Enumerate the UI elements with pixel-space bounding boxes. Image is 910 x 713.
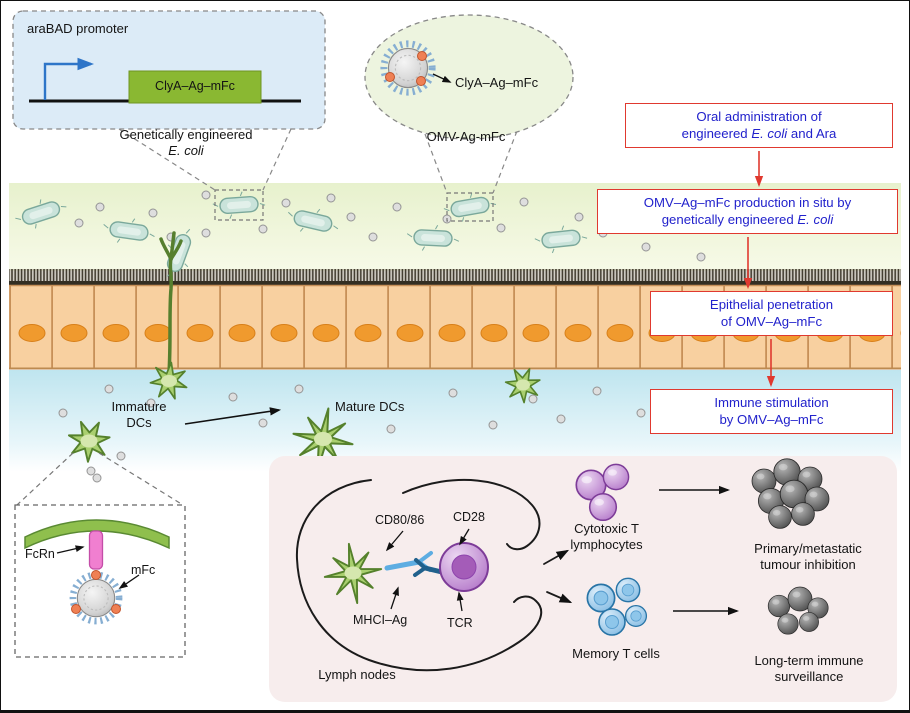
transepithelial-dendrite [159, 231, 183, 375]
immature-dcs-label: Immature DCs [111, 399, 167, 430]
fcrn-receptor-icon [88, 530, 104, 570]
flow-step-oral-administration: Oral administration of engineered E. col… [625, 103, 893, 148]
mfc-label: mFc [131, 563, 156, 577]
dendritic-cell-sampling [146, 357, 194, 406]
gene-cassette-label: ClyA–Ag–mFc [155, 79, 235, 93]
plasmid-inset [12, 10, 326, 221]
cd80-label: CD80/86 [375, 513, 425, 527]
cd28-label: CD28 [453, 510, 485, 524]
dc-membrane-icon [24, 519, 170, 550]
t-cell [439, 542, 489, 592]
engineered-ecoli-caption: Genetically engineered E. coli [119, 127, 253, 158]
mhci-ag-label: MHCI–Ag [353, 613, 408, 627]
flow-step-omv-production: OMV–Ag–mFc production in situ by genetic… [597, 189, 898, 234]
ctl-label: Cytotoxic T lymphocytes [570, 521, 643, 552]
flow-step-immune-stimulation: Immune stimulation by OMV–Ag–mFc [650, 389, 893, 434]
fcrn-label: FcRn [25, 547, 55, 561]
omv-protein-label: ClyA–Ag–mFc [455, 75, 539, 90]
dendritic-cell-immature [65, 416, 115, 466]
dendritic-cell-mature [286, 402, 359, 477]
lymph-node-outline [295, 478, 573, 672]
omv-vesicle-icon [384, 44, 432, 92]
promoter-label: araBAD promoter [27, 21, 129, 36]
omv-inset [364, 14, 574, 222]
flowchart-arrows [743, 151, 776, 388]
dendritic-cell-extra [499, 361, 549, 410]
mature-dcs-label: Mature DCs [335, 399, 405, 414]
fcrn-inset [14, 452, 186, 658]
lymph-nodes-label: Lymph nodes [318, 667, 396, 682]
gene-cassette [128, 70, 262, 104]
promoter-arrow-icon [43, 57, 95, 100]
tumor-inhibition-label: Primary/metastatic tumour inhibition [754, 541, 862, 572]
synapse-label-arrows [385, 528, 470, 612]
tcr-label: TCR [447, 616, 473, 630]
dendritic-cell-lymph-node [319, 538, 387, 609]
flow-step-epithelial-penetration: Epithelial penetration of OMV–Ag–mFc [650, 291, 893, 336]
lymph-panel [269, 456, 897, 702]
surveillance-label: Long-term immune surveillance [754, 653, 864, 684]
memory-tcells-label: Memory T cells [572, 646, 660, 661]
omv-vesicle-icon [73, 575, 119, 621]
omv-caption: OMV-Ag-mFc [426, 129, 506, 144]
outcome-arrows [659, 485, 740, 616]
